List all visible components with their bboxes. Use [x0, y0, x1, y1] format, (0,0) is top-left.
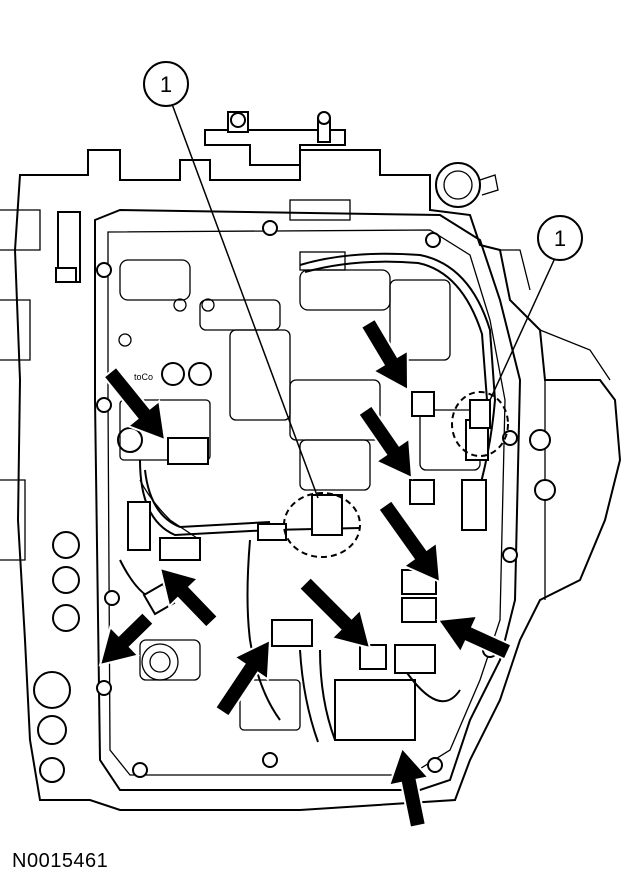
leader-lines — [171, 103, 556, 499]
connector — [401, 597, 437, 623]
highlight-circle-right — [451, 391, 509, 457]
callout-1-left: 1 — [143, 61, 189, 107]
pointer-arrow — [98, 610, 156, 667]
top-bracket — [204, 111, 499, 208]
solenoid-connectors — [142, 391, 491, 674]
callout-1-right: 1 — [537, 215, 583, 261]
pointer-arrow — [102, 365, 167, 442]
pointer-arrow — [377, 499, 442, 584]
callout-label: 1 — [554, 226, 566, 251]
connector — [394, 644, 436, 674]
connector — [159, 537, 201, 561]
highlight-circles — [283, 391, 509, 558]
figure-id: N0015461 — [12, 850, 109, 872]
pointer-arrow — [387, 746, 431, 829]
pointer-arrow — [357, 404, 414, 480]
wiring-harness — [119, 252, 497, 743]
valve-channels — [118, 199, 481, 741]
casting-stamp: toCo — [134, 372, 153, 382]
transmission-case — [0, 149, 622, 811]
connector — [411, 391, 435, 417]
pointer-arrows — [98, 317, 513, 829]
connector — [311, 494, 343, 536]
pointer-arrow — [158, 566, 220, 629]
connector — [167, 437, 209, 465]
pointer-arrow — [213, 638, 272, 718]
pointer-arrow — [297, 575, 372, 650]
callout-label: 1 — [160, 72, 172, 97]
connector — [469, 399, 491, 429]
connector — [359, 644, 387, 670]
case-ports — [33, 427, 143, 783]
pointer-arrow — [359, 317, 410, 392]
connector — [271, 619, 313, 647]
pointer-arrow — [436, 614, 513, 661]
connector — [409, 479, 435, 505]
highlight-circle-center — [283, 492, 361, 558]
